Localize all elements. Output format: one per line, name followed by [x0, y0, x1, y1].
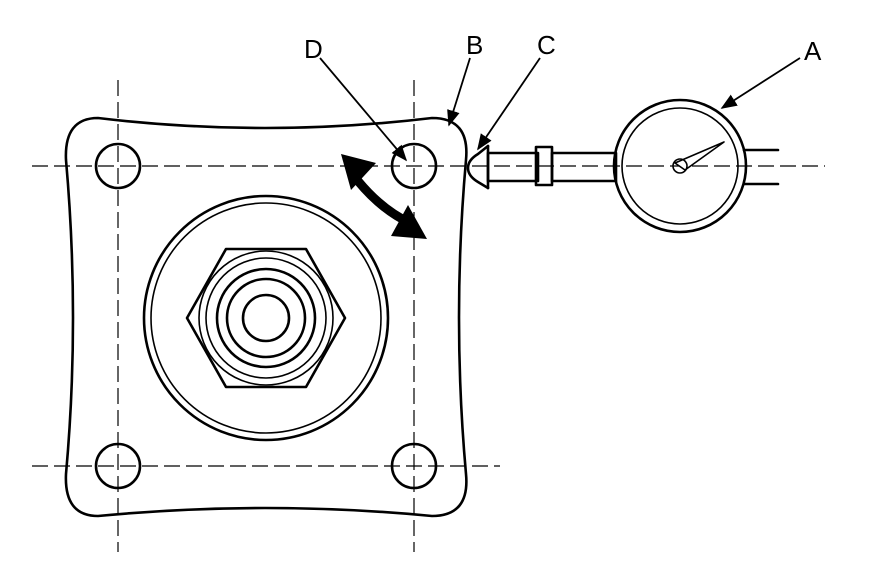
stud-hole-top-left	[94, 142, 142, 190]
hub-inner-ring	[150, 202, 382, 434]
callout-c: C	[537, 30, 556, 60]
hub-outer-ring	[142, 194, 390, 442]
rotation-arrow	[341, 154, 427, 239]
leader-a	[720, 57, 801, 109]
stud-hole-bottom-right	[390, 442, 438, 490]
gauge-hub	[672, 158, 688, 174]
callout-b: B	[466, 30, 483, 60]
plunger-rod	[486, 151, 540, 183]
plunger-tip-icon	[466, 144, 490, 190]
stud-hole-bottom-left	[94, 442, 142, 490]
spindle-mid	[225, 277, 307, 359]
hub-center	[142, 194, 390, 442]
spindle-center	[241, 293, 291, 343]
stem-sleeve	[550, 151, 618, 183]
dial-indicator-stem	[466, 144, 618, 190]
gauge-needle-icon	[674, 141, 725, 171]
stud-hole-top-right	[390, 142, 438, 190]
leader-c	[477, 57, 541, 151]
dial-gauge	[612, 98, 780, 234]
nut-washer-outer	[198, 250, 334, 386]
gauge-face	[621, 107, 739, 225]
gauge-outer-ring	[612, 98, 748, 234]
callout-d: D	[304, 34, 323, 64]
leader-b	[447, 57, 471, 127]
leader-lines	[319, 57, 801, 162]
nut-washer-inner	[205, 257, 327, 379]
spindle-outer	[215, 267, 317, 369]
hub-nut-hex	[185, 247, 347, 389]
centerlines	[32, 80, 825, 552]
callout-a: A	[804, 36, 822, 66]
hub-flange	[64, 116, 468, 518]
stud-holes	[94, 142, 438, 490]
leader-d	[319, 57, 408, 162]
